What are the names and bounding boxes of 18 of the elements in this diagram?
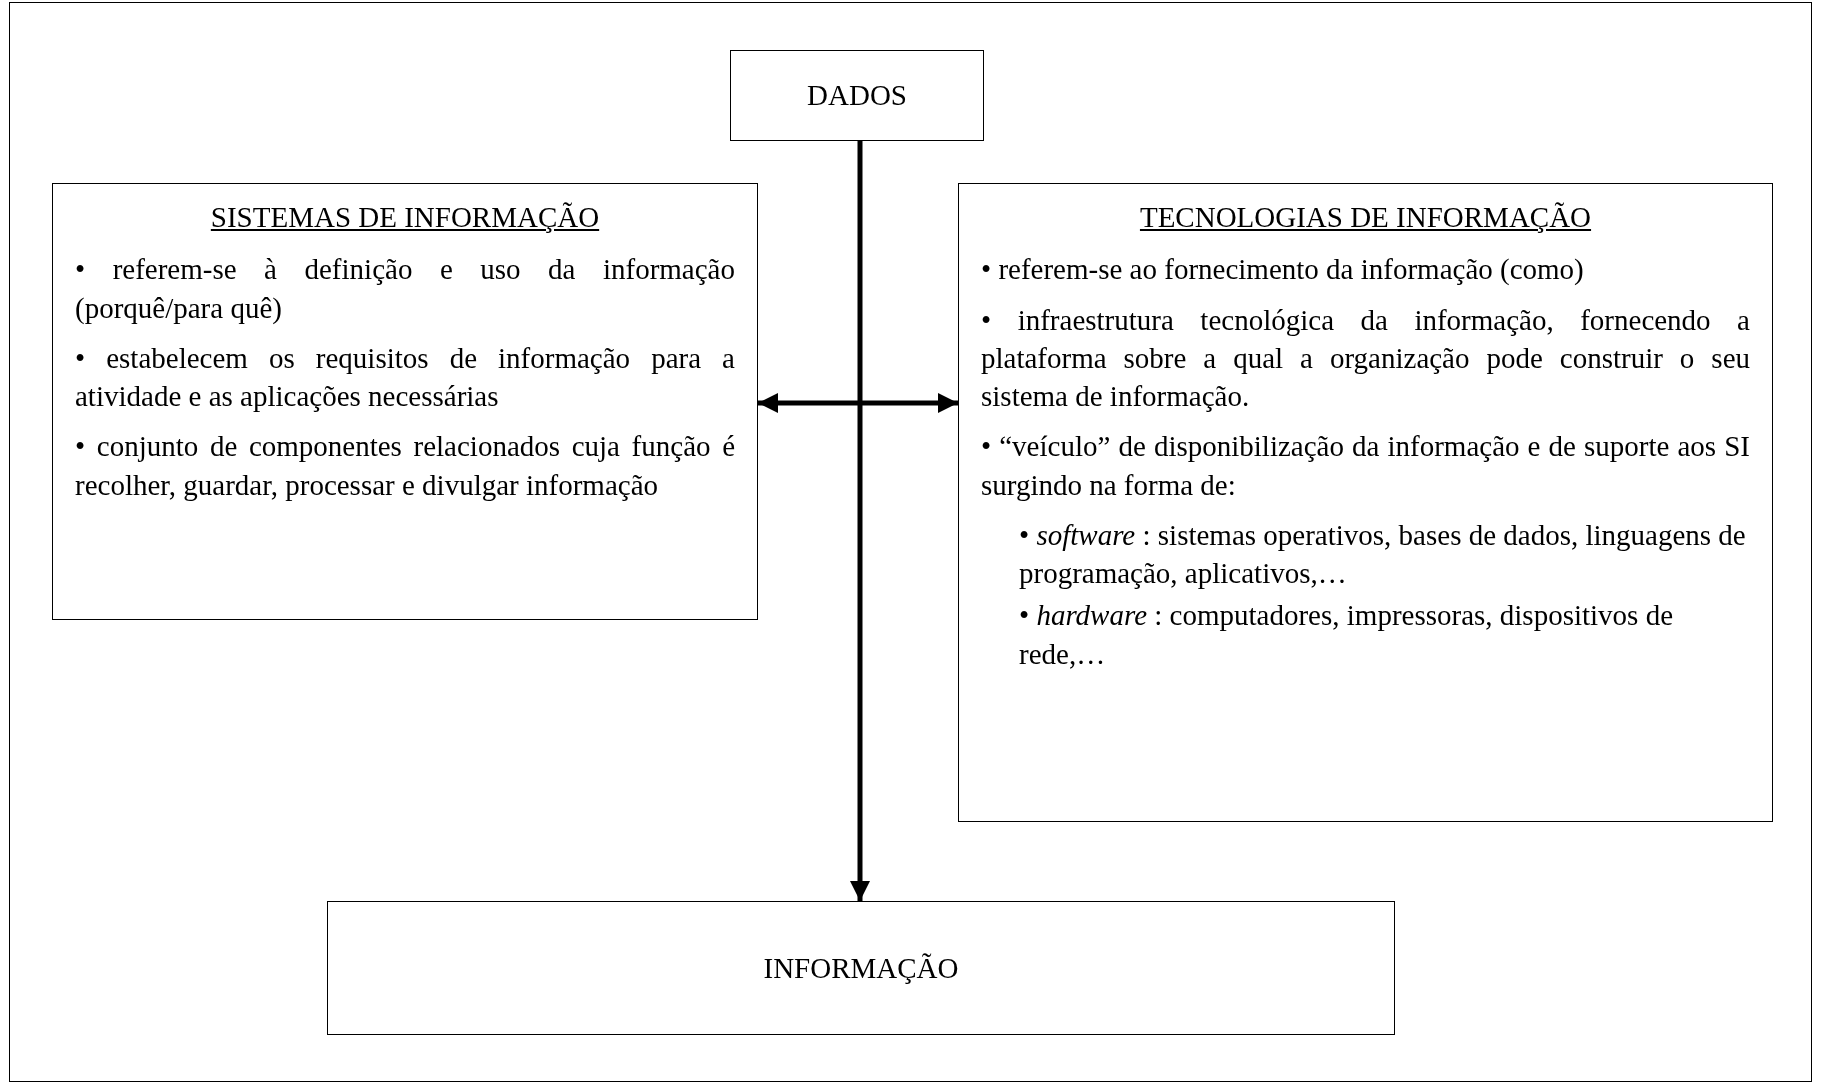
process-box: [327, 901, 1395, 1035]
content-box: [958, 183, 1773, 822]
bullet-text: • conjunto de componentes relacionados cuja função é recolher, guardar, processar e divulgar informação: [75, 429, 735, 503]
content-box: [52, 183, 758, 620]
bullet-text: • hardware : computadores, impressoras, dispositivos de rede,…: [1019, 598, 1674, 672]
bullet-text: • software : sistemas operativos, bases de dados, linguagens de programação, aplicativos,…: [1019, 517, 1747, 592]
box-label: DADOS: [807, 78, 907, 114]
box-heading: TECNOLOGIAS DE INFORMAÇÃO: [1138, 200, 1593, 235]
bullet-text: • infraestrutura tecnológica da informação, fornecendo a plataforma sobre a qual a organização pode construir o seu sistema de informação.: [981, 302, 1750, 415]
box-label: INFORMAÇÃO: [763, 950, 959, 986]
bullet-text: • “veículo” de disponibilização da informação e de suporte aos SI surgindo na forma de:: [981, 429, 1750, 503]
arrow: [758, 393, 958, 413]
bullet-text: • estabelecem os requisitos de informação para a atividade e as aplicações necessárias: [75, 340, 735, 415]
process-box: [730, 50, 984, 141]
box-heading: SISTEMAS DE INFORMAÇÃO: [209, 200, 601, 235]
bullet-text: • referem-se ao fornecimento da informação (como): [981, 252, 1585, 288]
arrow: [850, 141, 870, 901]
bullet-text: • referem-se à definição e uso da informação (porquê/para quê): [75, 252, 735, 326]
